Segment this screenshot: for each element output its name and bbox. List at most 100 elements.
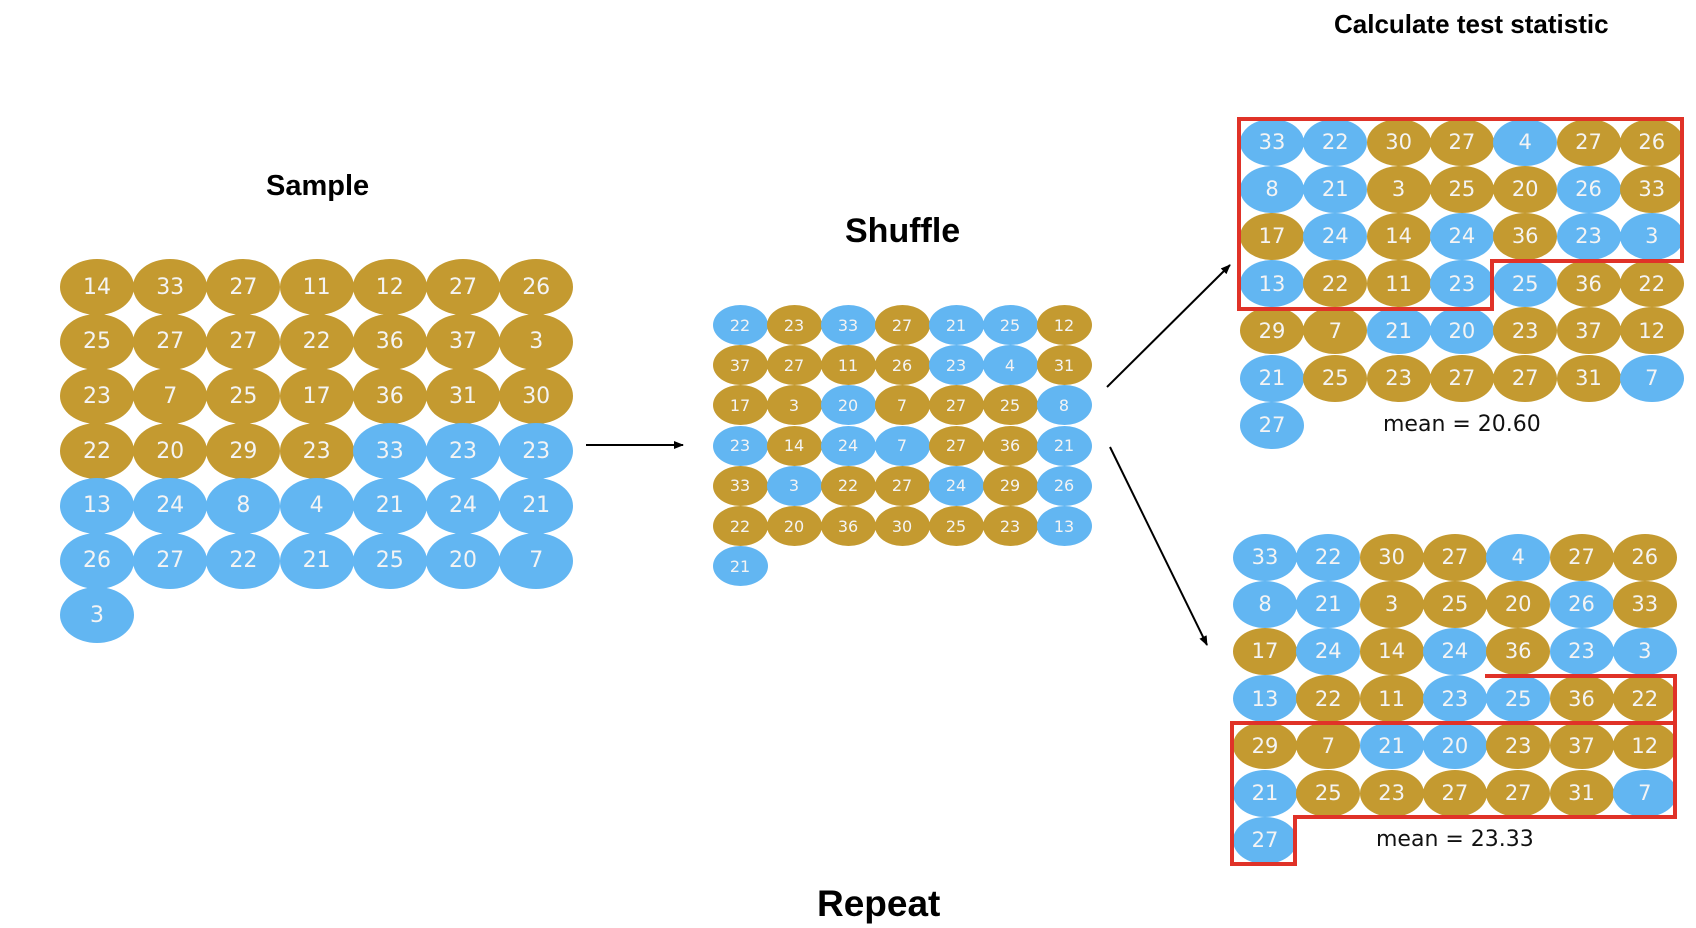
value-circle: 23 xyxy=(1549,627,1614,675)
value-circle: 24 xyxy=(820,425,876,466)
value-circle: 4 xyxy=(1486,533,1551,581)
value-circle: 21 xyxy=(352,477,427,534)
value-circle: 25 xyxy=(1493,260,1558,308)
value-circle: 26 xyxy=(1549,580,1614,628)
value-circle: 14 xyxy=(60,259,134,315)
value-circle: 24 xyxy=(928,465,984,506)
value-circle: 36 xyxy=(982,425,1038,466)
value-circle: 17 xyxy=(279,368,354,425)
value-circle: 11 xyxy=(1359,675,1424,723)
value-circle: 3 xyxy=(60,587,134,644)
top-mean-label: mean = 20.60 xyxy=(1383,412,1541,437)
value-circle: 25 xyxy=(1303,354,1368,402)
value-circle: 33 xyxy=(820,305,876,345)
value-circle: 33 xyxy=(133,259,208,315)
value-circle: 25 xyxy=(60,313,134,370)
value-circle: 8 xyxy=(1036,385,1092,426)
value-circle: 27 xyxy=(1233,816,1297,864)
value-circle: 7 xyxy=(874,425,930,466)
value-circle: 14 xyxy=(766,425,822,466)
value-circle: 33 xyxy=(712,465,768,506)
value-circle: 27 xyxy=(766,345,822,386)
value-circle: 24 xyxy=(1296,627,1361,675)
value-circle: 29 xyxy=(206,423,281,480)
value-circle: 26 xyxy=(874,345,930,386)
value-circle: 37 xyxy=(1556,307,1621,355)
value-circle: 33 xyxy=(1233,533,1297,581)
value-circle: 36 xyxy=(1556,260,1621,308)
value-circle: 24 xyxy=(1429,212,1494,260)
value-circle: 22 xyxy=(1619,260,1684,308)
value-circle: 3 xyxy=(766,465,822,506)
value-circle: 11 xyxy=(1366,260,1431,308)
value-circle: 27 xyxy=(1549,533,1614,581)
value-circle: 25 xyxy=(1486,675,1551,723)
value-circle: 27 xyxy=(1429,118,1494,166)
value-circle: 22 xyxy=(820,465,876,506)
value-circle: 23 xyxy=(766,305,822,345)
value-circle: 27 xyxy=(1486,769,1551,817)
value-circle: 11 xyxy=(820,345,876,386)
value-circle: 27 xyxy=(206,259,281,315)
value-circle: 30 xyxy=(1366,118,1431,166)
value-circle: 8 xyxy=(206,477,281,534)
value-circle: 14 xyxy=(1359,627,1424,675)
value-circle: 25 xyxy=(1296,769,1361,817)
value-circle: 3 xyxy=(499,313,574,370)
value-circle: 26 xyxy=(1619,118,1684,166)
value-circle: 7 xyxy=(1612,769,1677,817)
value-circle: 27 xyxy=(133,532,208,589)
calculate-heading: Calculate test statistic xyxy=(1334,9,1609,39)
bottom-mean-label: mean = 23.33 xyxy=(1376,827,1534,852)
value-circle: 26 xyxy=(1556,165,1621,213)
value-circle: 27 xyxy=(1422,769,1487,817)
repeat-heading: Repeat xyxy=(817,883,941,924)
value-circle: 12 xyxy=(1036,305,1092,345)
value-circle: 27 xyxy=(1493,354,1558,402)
value-circle: 4 xyxy=(982,345,1038,386)
value-circle: 22 xyxy=(1296,675,1361,723)
value-circle: 17 xyxy=(1233,627,1297,675)
value-circle: 23 xyxy=(499,423,574,480)
value-circle: 22 xyxy=(279,313,354,370)
value-circle: 31 xyxy=(1556,354,1621,402)
value-circle: 22 xyxy=(1296,533,1361,581)
value-circle: 36 xyxy=(1486,627,1551,675)
value-circle: 30 xyxy=(499,368,574,425)
value-circle: 21 xyxy=(1359,722,1424,770)
value-circle: 25 xyxy=(1422,580,1487,628)
value-circle: 36 xyxy=(1549,675,1614,723)
value-circle: 24 xyxy=(1303,212,1368,260)
value-circle: 20 xyxy=(766,506,822,546)
value-circle: 13 xyxy=(1036,506,1092,546)
value-circle: 7 xyxy=(1296,722,1361,770)
value-circle: 21 xyxy=(928,305,984,345)
value-circle: 23 xyxy=(60,368,134,425)
value-circle: 30 xyxy=(874,506,930,546)
value-circle: 8 xyxy=(1233,580,1297,628)
value-circle: 33 xyxy=(1619,165,1684,213)
value-circle: 20 xyxy=(1429,307,1494,355)
value-circle: 23 xyxy=(1493,307,1558,355)
value-circle: 37 xyxy=(712,345,768,386)
value-circle: 25 xyxy=(206,368,281,425)
value-circle: 13 xyxy=(60,477,134,534)
value-circle: 24 xyxy=(133,477,208,534)
value-circle: 27 xyxy=(133,313,208,370)
value-circle: 27 xyxy=(874,465,930,506)
value-circle: 23 xyxy=(1359,769,1424,817)
value-circle: 33 xyxy=(1240,118,1304,166)
value-circle: 33 xyxy=(352,423,427,480)
value-circle: 7 xyxy=(1303,307,1368,355)
value-circle: 27 xyxy=(928,385,984,426)
value-circle: 4 xyxy=(1493,118,1558,166)
value-circle: 23 xyxy=(982,506,1038,546)
value-circle: 27 xyxy=(1422,533,1487,581)
value-circle: 25 xyxy=(982,305,1038,345)
value-circle: 22 xyxy=(1303,118,1368,166)
value-circle: 27 xyxy=(928,425,984,466)
value-circle: 29 xyxy=(982,465,1038,506)
value-circle: 25 xyxy=(1429,165,1494,213)
value-circle: 21 xyxy=(1366,307,1431,355)
value-circle: 13 xyxy=(1240,260,1304,308)
